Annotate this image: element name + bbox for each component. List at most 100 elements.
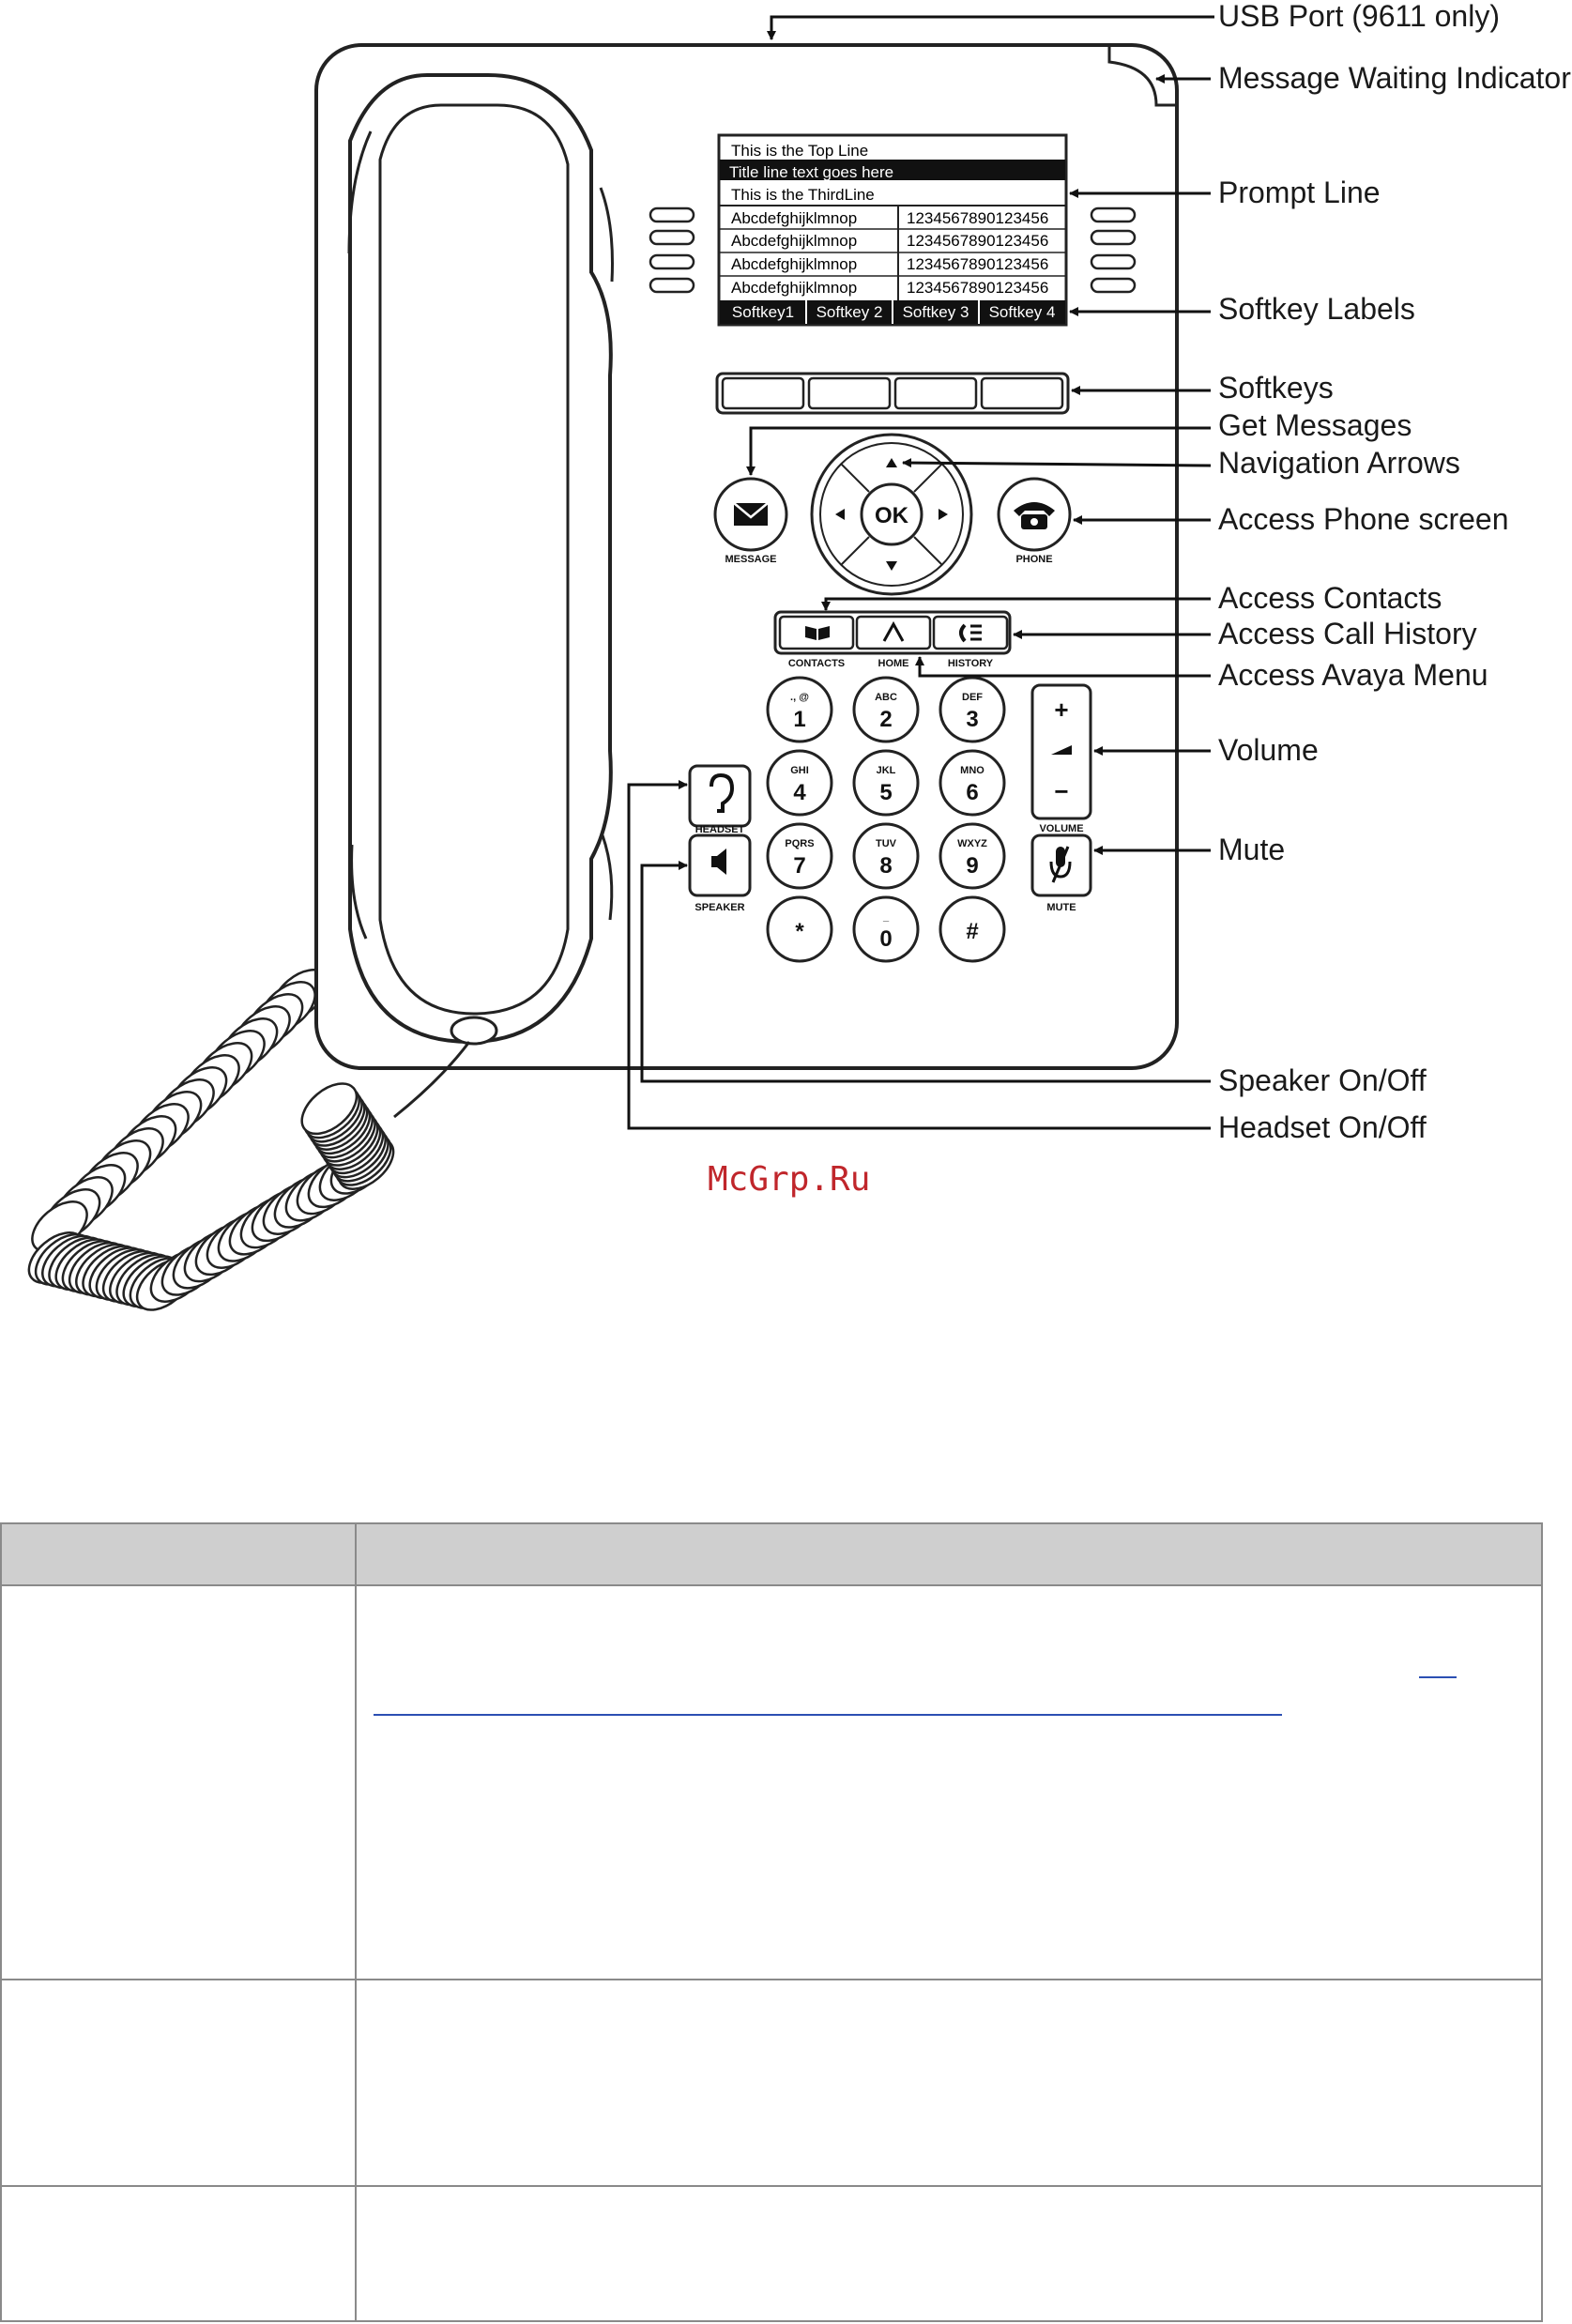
softkey-button-3[interactable] <box>893 376 978 410</box>
keypad-key-digit: * <box>795 919 804 944</box>
table-row <box>0 2185 1543 2322</box>
keypad-key-shape <box>939 749 1006 817</box>
envelope-icon <box>733 502 769 526</box>
telephone-icon <box>1014 502 1055 529</box>
line-button-leds-left <box>649 206 695 294</box>
hyperlink-underline[interactable] <box>1419 1676 1457 1678</box>
keypad-key-letters: GHI <box>790 765 809 776</box>
callout-volume: Volume <box>1218 733 1319 767</box>
callout-navigation-arrows: Navigation Arrows <box>1218 446 1460 480</box>
mute-button[interactable]: MUTE <box>1030 833 1092 913</box>
softkey-label-1: Softkey1 <box>732 303 794 321</box>
volume-rocker[interactable]: + − VOLUME <box>1030 683 1092 834</box>
keypad-key[interactable]: _0 <box>852 895 920 963</box>
keypad-key-letters: TUV <box>876 838 897 849</box>
keypad-key-digit: 3 <box>966 707 978 732</box>
table-header-row <box>0 1522 1543 1586</box>
feature-table <box>0 1522 1543 2322</box>
callout-mute: Mute <box>1218 833 1285 866</box>
keypad-key[interactable]: GHI 4 <box>766 749 833 817</box>
display-third-line: This is the ThirdLine <box>731 186 875 204</box>
volume-level-icon <box>1051 745 1072 755</box>
keypad-key-letters: MNO <box>960 765 984 776</box>
softkey-button-2[interactable] <box>807 376 892 410</box>
keypad-key-shape <box>939 676 1006 743</box>
callout-access-contacts: Access Contacts <box>1218 581 1442 615</box>
phone-label: PHONE <box>1015 554 1052 565</box>
display-row-left: Abcdefghijklmnop <box>731 255 857 273</box>
keypad-key-digit: 5 <box>879 780 892 805</box>
softkey-button-4[interactable] <box>980 376 1064 410</box>
hyperlink-underline[interactable] <box>374 1714 1282 1716</box>
headset-icon <box>710 772 735 813</box>
keypad-key-digit: 2 <box>879 707 892 732</box>
callout-access-call-history: Access Call History <box>1218 617 1477 650</box>
keypad-key-letters: WXYZ <box>957 838 987 849</box>
phone-display: This is the Top Line Title line text goe… <box>717 133 1068 327</box>
callout-message-waiting-indicator: Message Waiting Indicator <box>1218 61 1571 95</box>
keypad-key-shape <box>852 822 920 890</box>
nav-right-arrow-icon[interactable] <box>939 509 948 520</box>
table-cell <box>355 1584 1543 1980</box>
keypad-key-shape <box>766 895 833 963</box>
display-title-line: Title line text goes here <box>729 163 893 181</box>
display-row-right: 1234567890123456 <box>907 279 1048 297</box>
softkey-button-1[interactable] <box>721 376 805 410</box>
table-row <box>0 1584 1543 1980</box>
softkey-label-2: Softkey 2 <box>817 303 883 321</box>
home-label: HOME <box>878 658 909 669</box>
keypad-key-shape <box>852 749 920 817</box>
headset-label: HEADSET <box>695 824 745 835</box>
nav-up-arrow-icon[interactable] <box>886 458 897 467</box>
nav-down-arrow-icon[interactable] <box>886 561 897 571</box>
nav-left-arrow-icon[interactable] <box>835 509 845 520</box>
keypad-key-digit: 0 <box>879 926 892 952</box>
keypad-key-digit: 8 <box>879 853 892 879</box>
phone-diagram: This is the Top Line Title line text goe… <box>27 0 1571 1311</box>
callout-access-phone-screen: Access Phone screen <box>1218 502 1509 536</box>
keypad-key-letters: DEF <box>962 692 983 703</box>
ok-label: OK <box>875 503 909 528</box>
cord-coil <box>300 1082 359 1136</box>
table-cell <box>0 1979 357 2187</box>
keypad-key-shape <box>852 895 920 963</box>
phone-button[interactable]: PHONE <box>997 477 1072 565</box>
ok-button[interactable] <box>860 482 923 546</box>
table-cell <box>355 1979 1543 2187</box>
headset-button[interactable]: HEADSET <box>688 764 752 835</box>
callout-softkeys: Softkeys <box>1218 371 1334 405</box>
keypad-key[interactable]: DEF 3 <box>939 676 1006 743</box>
callout-get-messages: Get Messages <box>1218 408 1412 442</box>
keypad-key-digit: # <box>966 919 978 944</box>
softkey-label-3: Softkey 3 <box>903 303 969 321</box>
keypad-key[interactable]: TUV 8 <box>852 822 920 890</box>
speaker-button[interactable]: SPEAKER <box>688 833 752 913</box>
table-row <box>0 1979 1543 2187</box>
mute-microphone-icon <box>1049 846 1072 883</box>
softkey-buttons <box>715 372 1070 415</box>
table-cell <box>355 2185 1543 2322</box>
display-row-left: Abcdefghijklmnop <box>731 232 857 250</box>
watermark: McGrp.Ru <box>708 1160 870 1199</box>
callout-softkey-labels: Softkey Labels <box>1218 292 1415 326</box>
home-button[interactable] <box>855 615 932 650</box>
speaker-label: SPEAKER <box>694 902 744 913</box>
keypad-key[interactable]: ., @1 <box>766 676 833 743</box>
keypad-key-shape <box>852 676 920 743</box>
display-row-right: 1234567890123456 <box>907 255 1048 273</box>
keypad-key[interactable]: # <box>939 895 1006 963</box>
callout-labels: USB Port (9611 only) Message Waiting Ind… <box>1218 0 1571 1144</box>
line-button-leds-right <box>1090 206 1137 294</box>
message-button[interactable]: MESSAGE <box>713 477 788 565</box>
display-top-line: This is the Top Line <box>731 142 868 160</box>
navigation-cluster: OK <box>810 433 973 596</box>
mute-label: MUTE <box>1046 902 1076 913</box>
keypad-key-shape <box>939 822 1006 890</box>
keypad-key-digit: 4 <box>793 780 806 805</box>
keypad-key[interactable]: * <box>766 895 833 963</box>
